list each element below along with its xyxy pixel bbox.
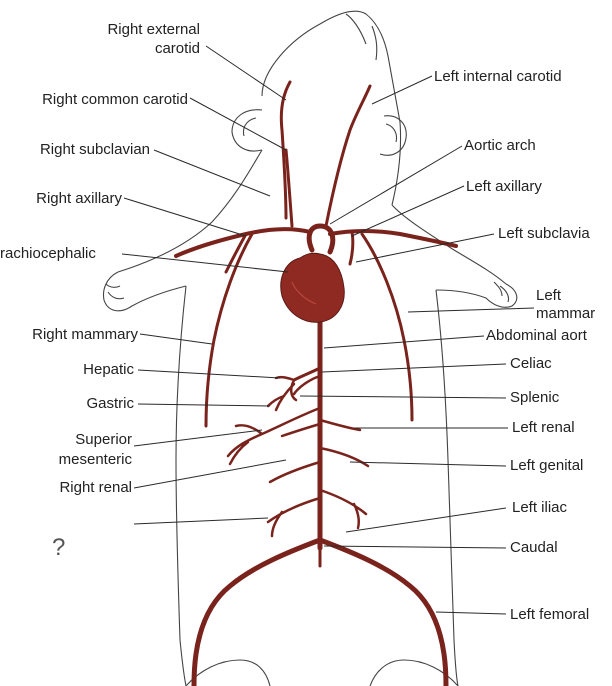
right-external-carotid-vessel (279, 80, 292, 220)
right-common-carotid-vessel (284, 148, 294, 228)
label-right-external-carotid-line2: carotid (155, 40, 200, 57)
left-femoral-vessel (317, 537, 449, 686)
right-axillary-vessel (224, 232, 248, 274)
label-superior-mesenteric-line1: Superior (75, 431, 132, 448)
arteries (174, 80, 458, 686)
left-hip-outline (185, 659, 271, 686)
labels-left: Right external carotid Right common caro… (0, 21, 200, 561)
label-abdominal-aorta: Abdominal aort (486, 327, 588, 344)
label-left-iliac: Left iliac (512, 499, 568, 516)
aortic-arch-vessel (306, 223, 336, 255)
heart (280, 252, 345, 323)
label-brachiocephalic: rachiocephalic (0, 245, 96, 262)
label-left-subclavian: Left subclavia (498, 225, 590, 242)
right-forelimb-outline (435, 283, 518, 308)
right-torso-outline (435, 289, 459, 686)
label-left-axillary: Left axillary (466, 178, 542, 195)
label-superior-mesenteric-line2: mesenteric (59, 451, 133, 468)
unknown-marker: ? (52, 534, 65, 561)
labels-right: Left internal carotid Aortic arch Left a… (434, 68, 595, 623)
label-left-renal: Left renal (512, 419, 575, 436)
left-forelimb-outline (102, 271, 187, 312)
left-internal-carotid-vessel (324, 84, 372, 228)
leader-lines (121, 45, 535, 615)
hepatic-vessel (274, 375, 298, 402)
body-outline (102, 10, 518, 686)
label-aortic-arch: Aortic arch (464, 137, 536, 154)
label-right-external-carotid-line1: Right external (107, 21, 200, 38)
gastric-vessel (266, 382, 296, 412)
label-right-renal: Right renal (59, 479, 132, 496)
label-left-femoral: Left femoral (510, 606, 589, 623)
ear-left-inner (385, 123, 398, 143)
left-axillary-vessel (348, 230, 355, 266)
splenic-vessel (292, 374, 322, 396)
superior-mesenteric-vessel (226, 406, 322, 466)
right-shoulder-outline (391, 204, 507, 285)
left-paw-digits (105, 283, 125, 300)
ear-right-outline (231, 109, 263, 152)
ear-right-inner (242, 117, 257, 137)
left-iliac-vessel (318, 488, 368, 530)
label-left-internal-carotid: Left internal carotid (434, 68, 562, 85)
label-hepatic: Hepatic (83, 361, 134, 378)
label-celiac: Celiac (510, 355, 552, 372)
label-left-genital: Left genital (510, 457, 583, 474)
left-genital-vessel (268, 446, 370, 484)
right-mammary-vessel (204, 232, 254, 428)
head-outline (261, 10, 402, 206)
right-renal-vessel (280, 422, 322, 438)
label-left-mammary-line1: Left (536, 287, 562, 304)
right-femoral-vessel (191, 537, 323, 686)
label-gastric: Gastric (86, 395, 134, 412)
heart-highlight (291, 281, 317, 305)
label-right-common-carotid: Right common carotid (42, 91, 188, 108)
right-paw-digits (493, 281, 510, 303)
left-renal-vessel (318, 418, 362, 432)
left-subclavian-vessel (328, 229, 458, 248)
right-iliac-vessel (266, 496, 322, 538)
label-right-axillary: Right axillary (36, 190, 122, 207)
label-splenic: Splenic (510, 389, 560, 406)
snout-outline (345, 13, 378, 61)
left-torso-outline (175, 285, 187, 686)
label-right-mammary: Right mammary (32, 326, 138, 343)
label-left-mammary-line2: mammar (536, 305, 595, 322)
left-shoulder-outline (117, 149, 263, 273)
label-right-subclavian: Right subclavian (40, 141, 150, 158)
left-mammary-vessel (360, 232, 414, 422)
label-caudal: Caudal (510, 539, 558, 556)
celiac-vessel (292, 366, 322, 382)
ear-left-outline (379, 115, 407, 156)
